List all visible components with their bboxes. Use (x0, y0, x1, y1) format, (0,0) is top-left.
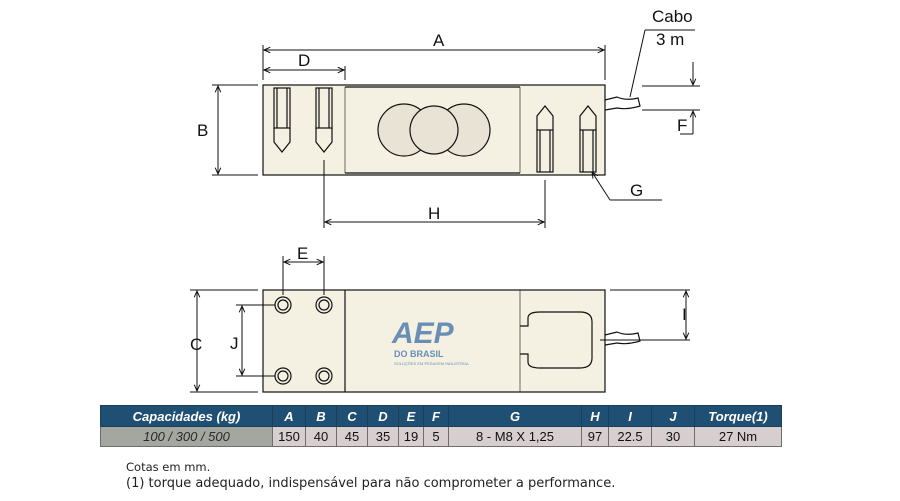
cable-side (604, 96, 641, 111)
header-I: I (608, 405, 652, 427)
cell-F: 5 (423, 426, 449, 447)
label-C: C (190, 335, 202, 354)
logo-tagline: SOLUÇÕES EM PESAGEM INDUSTRIAL (394, 361, 470, 366)
label-cabo-length: 3 m (656, 30, 684, 49)
side-view (262, 84, 641, 176)
units-note: Cotas em mm. (126, 460, 211, 474)
header-B: B (305, 405, 337, 427)
label-A: A (433, 31, 445, 50)
cell-I: 22.5 (608, 426, 652, 447)
left-bolt-1 (273, 87, 291, 129)
right-bolt-1 (536, 129, 554, 173)
table-row: 100 / 300 / 500 150 40 45 35 19 5 8 - M8… (100, 426, 782, 447)
label-E: E (297, 244, 308, 263)
cell-capacidades: 100 / 300 / 500 (100, 426, 273, 447)
label-J: J (230, 334, 239, 353)
top-view (262, 289, 641, 393)
label-cabo: Cabo (652, 7, 693, 26)
dimension-labels: A D B H Cabo 3 m F G E C J I (190, 7, 693, 354)
side-dimensions (212, 29, 700, 228)
cell-C: 45 (336, 426, 368, 447)
cell-E: 19 (398, 426, 424, 447)
header-H: H (581, 405, 609, 427)
slot (520, 311, 593, 369)
left-bolt-2 (315, 87, 333, 129)
cell-torque: 27 Nm (694, 426, 782, 447)
header-A: A (272, 405, 306, 427)
header-D: D (367, 405, 399, 427)
cell-D: 35 (367, 426, 399, 447)
cable-top (604, 331, 641, 346)
header-J: J (651, 405, 695, 427)
cell-H: 97 (581, 426, 609, 447)
header-C: C (336, 405, 368, 427)
logo-sub: DO BRASIL (394, 349, 444, 359)
aep-logo: AEP DO BRASIL SOLUÇÕES EM PESAGEM INDUST… (391, 317, 470, 366)
label-G: G (630, 181, 643, 200)
table-header-row: Capacidades (kg) A B C D E F G H I J Tor… (100, 405, 782, 427)
right-bolt-2 (579, 129, 597, 173)
header-F: F (423, 405, 449, 427)
load-cell-drawing: AEP DO BRASIL SOLUÇÕES EM PESAGEM INDUST… (190, 7, 700, 393)
label-F: F (677, 116, 687, 135)
top-dimensions (190, 256, 690, 393)
header-E: E (398, 405, 424, 427)
cell-J: 30 (651, 426, 695, 447)
mount-hole-4 (315, 367, 333, 385)
mount-hole-2 (315, 296, 333, 314)
spec-table: Capacidades (kg) A B C D E F G H I J Tor… (100, 405, 782, 447)
label-I: I (682, 305, 687, 324)
logo-brand: AEP (391, 317, 455, 350)
cell-G: 8 - M8 X 1,25 (448, 426, 582, 447)
cell-B: 40 (305, 426, 337, 447)
header-capacidades: Capacidades (kg) (100, 405, 273, 427)
label-H: H (428, 204, 440, 223)
header-G: G (448, 405, 582, 427)
torque-note: (1) torque adequado, indispensável para … (126, 476, 616, 491)
label-D: D (298, 51, 310, 70)
cell-A: 150 (272, 426, 306, 447)
header-torque: Torque(1) (694, 405, 782, 427)
label-B: B (197, 121, 208, 140)
